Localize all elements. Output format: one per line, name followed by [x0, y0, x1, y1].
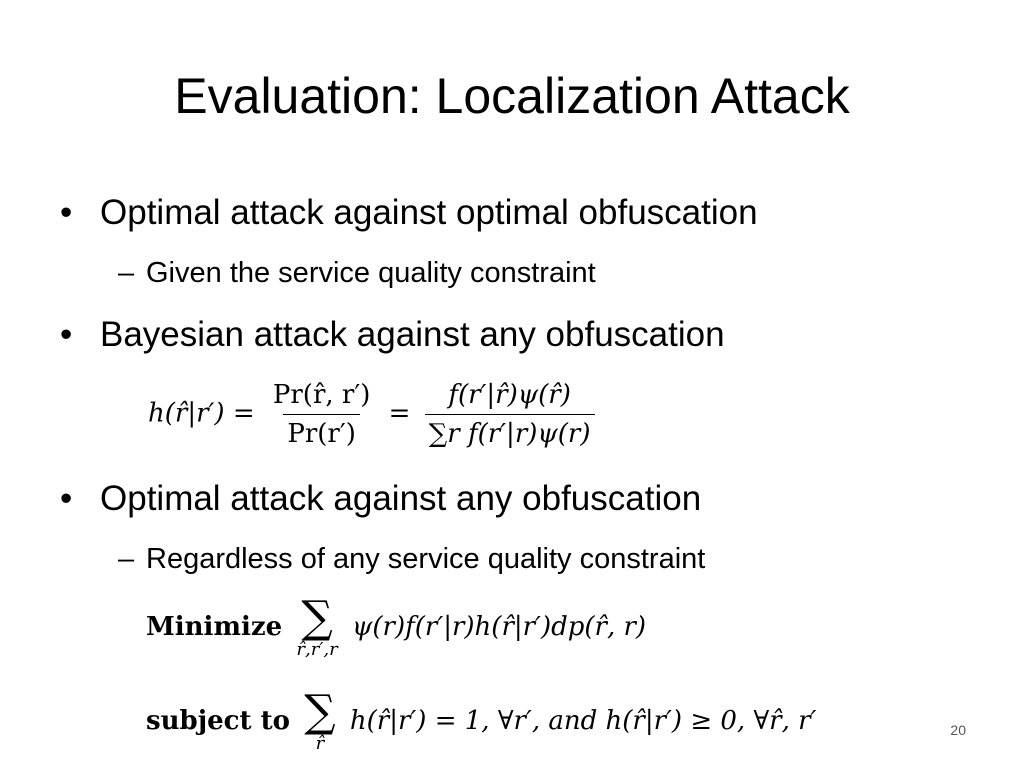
equation-fraction-2: f(r′|r̂)ψ(r̂) ∑r f(r′|r)ψ(r) — [424, 380, 595, 449]
subbullet-item: –Given the service quality constraint — [118, 255, 596, 291]
bullet-text: Optimal attack against any obfuscation — [100, 479, 702, 518]
subbullet-text: Given the service quality constraint — [146, 257, 596, 289]
constraint-expression: h(r̂|r′) = 1, ∀r′, and h(r̂|r′) ≥ 0, ∀r̂… — [349, 706, 817, 736]
subbullet-marker: – — [118, 257, 135, 289]
sigma-symbol: ∑ — [301, 592, 333, 643]
subject-to-label: subject to — [146, 706, 290, 736]
fraction-numerator: Pr(r̂, r′) — [272, 380, 371, 410]
bullet-text: Bayesian attack against any obfuscation — [100, 315, 725, 354]
bullet-text: Optimal attack against optimal obfuscati… — [100, 193, 758, 232]
bullet-marker: • — [60, 193, 73, 232]
summation-index: r̂ — [315, 733, 325, 754]
subbullet-marker: – — [118, 543, 135, 575]
equation-fraction-1: Pr(r̂, r′) Pr(r′) — [269, 380, 375, 449]
fraction-denominator: Pr(r′) — [283, 414, 360, 449]
summation-index: r̂,r′,r — [296, 639, 338, 660]
subbullet-item: –Regardless of any service quality const… — [118, 541, 705, 577]
bullet-marker: • — [60, 315, 73, 354]
constraint: subject to ∑ r̂ h(r̂|r′) = 1, ∀r′, and h… — [146, 690, 816, 754]
page-number: 20 — [950, 722, 966, 738]
fraction-numerator: f(r′|r̂)ψ(r̂) — [448, 380, 571, 410]
bullet-marker: • — [60, 479, 73, 518]
minimize-label: Minimize — [146, 612, 283, 642]
equation-lhs: h(r̂|r′) = — [148, 398, 255, 429]
equals-sign: = — [388, 398, 411, 429]
summation: ∑ r̂ — [304, 690, 335, 754]
subbullet-text: Regardless of any service quality constr… — [146, 543, 706, 575]
summation: ∑ r̂,r′,r — [296, 596, 337, 660]
sigma-symbol: ∑ — [304, 686, 336, 737]
objective-expression: ψ(r)f(r′|r)h(r̂|r′)dp(r̂, r) — [352, 612, 647, 642]
slide-title: Evaluation: Localization Attack — [174, 68, 850, 124]
minimize-objective: Minimize ∑ r̂,r′,r ψ(r)f(r′|r)h(r̂|r′)dp… — [146, 596, 646, 660]
bayesian-equation: h(r̂|r′) = Pr(r̂, r′) Pr(r′) = f(r′|r̂)ψ… — [148, 380, 601, 449]
fraction-denominator: ∑r f(r′|r)ψ(r) — [424, 414, 595, 449]
